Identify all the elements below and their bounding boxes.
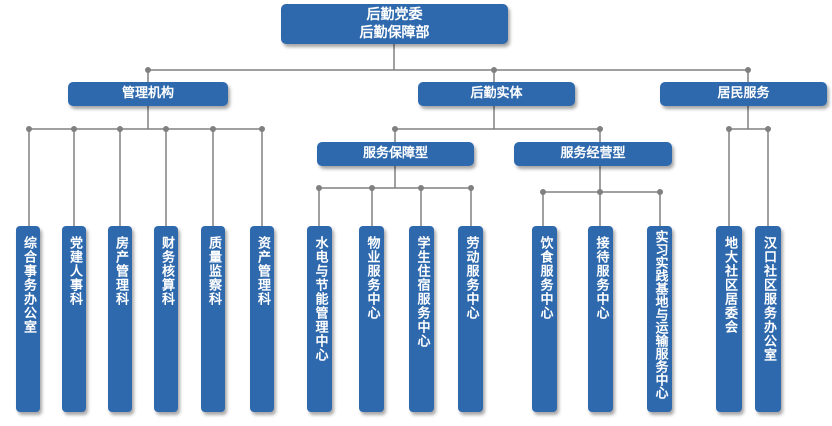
root-title-line1: 后勤党委 (366, 7, 423, 23)
unit-comprehensive-office: 综合事务办公室 (16, 226, 40, 412)
junction-dot (765, 126, 771, 132)
junction-dot (71, 126, 77, 132)
junction-dot (163, 126, 169, 132)
junction-dot (745, 67, 751, 73)
junction-dot (26, 126, 32, 132)
junction-dot (540, 189, 546, 195)
junction-dot (726, 126, 732, 132)
junction-dot (491, 67, 497, 73)
junction-dot (210, 126, 216, 132)
unit-student-housing: 学生住宿服务中心 (409, 226, 434, 412)
entity-label: 后勤实体 (470, 86, 523, 101)
junction-dot (597, 189, 603, 195)
junction-dot (468, 185, 474, 191)
junction-dot (259, 126, 265, 132)
unit-practice-transport: 实习实践基地与运输服务中心 (647, 226, 672, 412)
unit-property-service: 物业服务中心 (359, 226, 384, 412)
root-title-line2: 后勤保障部 (359, 25, 430, 41)
junction-dot (418, 185, 424, 191)
operation-type-box: 服务经营型 (514, 142, 672, 166)
junction-dot (117, 126, 123, 132)
support-type-box: 服务保障型 (317, 142, 474, 166)
unit-asset-management: 资产管理科 (250, 226, 274, 412)
resident-label: 居民服务 (717, 86, 770, 101)
junction-dot (145, 67, 151, 73)
root-box: 后勤党委 后勤保障部 (281, 4, 508, 44)
unit-dida-community: 地大社区居委会 (716, 226, 742, 412)
unit-hankou-community: 汉口社区服务办公室 (755, 226, 781, 412)
unit-party-personnel: 党建人事科 (62, 226, 86, 412)
junction-dot (316, 185, 322, 191)
resident-box: 居民服务 (660, 82, 827, 106)
unit-labor-service: 劳动服务中心 (458, 226, 483, 412)
management-box: 管理机构 (68, 82, 228, 106)
unit-quality-inspection: 质量监察科 (201, 226, 225, 412)
junction-dot (657, 189, 663, 195)
junction-dot (597, 126, 603, 132)
unit-catering-service: 饮食服务中心 (532, 226, 557, 412)
unit-finance-accounting: 财务核算科 (154, 226, 178, 412)
entity-box: 后勤实体 (418, 82, 575, 106)
junction-dot (369, 185, 375, 191)
support-type-label: 服务保障型 (362, 146, 428, 161)
unit-property-management: 房产管理科 (108, 226, 132, 412)
junction-dot (392, 126, 398, 132)
operation-type-label: 服务经营型 (560, 146, 626, 161)
management-label: 管理机构 (121, 86, 174, 101)
unit-reception-service: 接待服务中心 (588, 226, 613, 412)
unit-water-power-energy: 水电与节能管理中心 (307, 226, 332, 412)
